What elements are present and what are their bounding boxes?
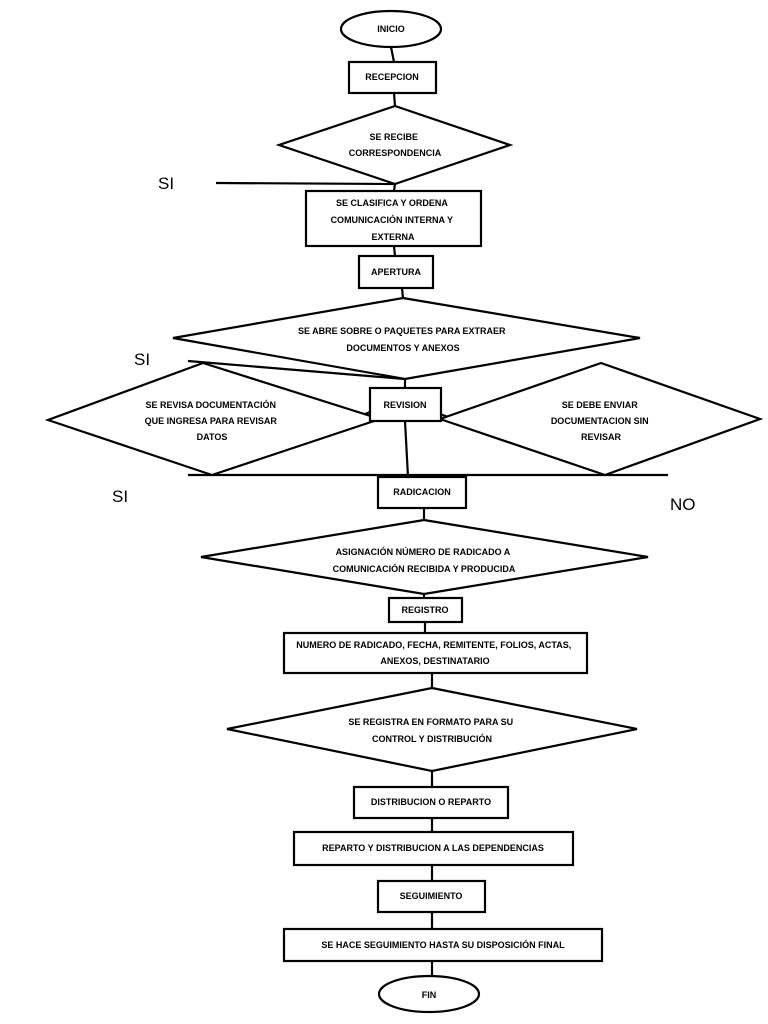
process-distribucion: DISTRIBUCION O REPARTO (352, 785, 510, 820)
process-radicacion: RADICACION (376, 475, 468, 510)
decision-recibe-line-1: SE RECIBE (369, 132, 418, 142)
branch-label-si-bottom: SI (112, 487, 128, 506)
decision-abre-label: SE ABRE SOBRE O PAQUETES PARA EXTRAER DO… (298, 326, 508, 353)
process-distribucion-box (352, 785, 510, 820)
end-terminator: FIN (377, 974, 481, 1014)
process-apertura: APERTURA (357, 254, 435, 290)
decision-enviar-line-3: REVISAR (581, 432, 622, 442)
process-registro-box (387, 596, 464, 624)
process-clasifica-line-3: EXTERNA (371, 232, 415, 242)
process-recepcion-box (347, 60, 438, 95)
process-revision: REVISION (368, 386, 443, 423)
process-reparto: REPARTO Y DISTRIBUCION A LAS DEPENDENCIA… (292, 830, 575, 867)
decision-formato: SE REGISTRA EN FORMATO PARA SU CONTROL Y… (226, 686, 638, 773)
end-ellipse (377, 974, 481, 1014)
decision-revisa-line-2: QUE INGRESA PARA REVISAR (145, 416, 278, 426)
process-apertura-label: APERTURA (371, 267, 422, 277)
process-hace-label: SE HACE SEGUIMIENTO HASTA SU DISPOSICIÓN… (321, 939, 565, 950)
decision-recibe-diamond (275, 104, 514, 186)
decision-asignacion-line-1: ASIGNACIÓN NÚMERO DE RADICADO A (336, 546, 511, 557)
decision-enviar: SE DEBE ENVIAR DOCUMENTACION SIN REVISAR (436, 361, 764, 477)
start-label: INICIO (377, 24, 405, 34)
decision-recibe: SE RECIBE CORRESPONDENCIA (275, 104, 514, 186)
connector-revision-radicacion (403, 420, 410, 478)
decision-formato-diamond (226, 686, 638, 773)
connector-recepcion-recibe (392, 92, 397, 107)
process-seguimiento-box (376, 879, 487, 914)
decision-formato-line-2: CONTROL Y DISTRIBUCIÓN (372, 733, 492, 744)
branch-label-si-top: SI (158, 174, 174, 193)
process-reparto-box (292, 830, 575, 867)
connector-inicio-recepcion (389, 46, 396, 63)
connector-clasifica-apertura (392, 245, 397, 257)
process-seguimiento: SEGUIMIENTO (376, 879, 487, 914)
decision-asignacion-diamond (200, 518, 649, 596)
decision-abre: SE ABRE SOBRE O PAQUETES PARA EXTRAER DO… (172, 296, 641, 381)
decision-asignacion-line-2: COMUNICACIÓN RECIBIDA Y PRODUCIDA (333, 563, 516, 574)
start-ellipse (339, 9, 443, 49)
decision-recibe-label: SE RECIBE CORRESPONDENCIA (349, 132, 442, 158)
process-clasifica: SE CLASIFICA Y ORDENA COMUNICACIÓN INTER… (304, 189, 483, 248)
process-reparto-label: REPARTO Y DISTRIBUCION A LAS DEPENDENCIA… (322, 843, 544, 853)
decision-recibe-line-2: CORRESPONDENCIA (349, 148, 442, 158)
branch-label-si-middle: SI (134, 350, 150, 369)
decision-abre-diamond (172, 296, 641, 381)
start-terminator: INICIO (339, 9, 443, 49)
process-hace: SE HACE SEGUIMIENTO HASTA SU DISPOSICIÓN… (282, 927, 604, 963)
process-numero-line-1: NUMERO DE RADICADO, FECHA, REMITENTE, FO… (296, 640, 571, 650)
process-registro: REGISTRO (387, 596, 464, 624)
process-revision-box (368, 386, 443, 423)
process-apertura-box (357, 254, 435, 290)
process-radicacion-box (376, 475, 468, 510)
decision-revisa-diamond (44, 361, 384, 477)
decision-abre-line-1: SE ABRE SOBRE O PAQUETES PARA EXTRAER (298, 326, 506, 336)
process-clasifica-line-2: COMUNICACIÓN INTERNA Y (331, 214, 453, 225)
branch-label-no: NO (670, 495, 696, 514)
process-radicacion-label: RADICACION (393, 487, 451, 497)
decision-asignacion: ASIGNACIÓN NÚMERO DE RADICADO A COMUNICA… (200, 518, 649, 596)
process-revision-label: REVISION (383, 400, 426, 410)
decision-enviar-line-2: DOCUMENTACION SIN (551, 416, 649, 426)
decision-abre-line-2: DOCUMENTOS Y ANEXOS (346, 343, 459, 353)
process-recepcion: RECEPCION (347, 60, 438, 95)
process-clasifica-box (304, 189, 483, 248)
connector-si-branch-1 (215, 181, 396, 186)
process-registro-label: REGISTRO (401, 605, 448, 615)
decision-revisa: SE REVISA DOCUMENTACIÓN QUE INGRESA PARA… (44, 361, 384, 477)
process-numero-line-2: ANEXOS, DESTINATARIO (380, 656, 489, 666)
connector-recibe-clasifica (392, 183, 397, 192)
decision-revisa-line-1: SE REVISA DOCUMENTACIÓN (145, 399, 276, 410)
decision-asignacion-label: ASIGNACIÓN NÚMERO DE RADICADO A COMUNICA… (333, 546, 516, 574)
process-numero-box (282, 631, 589, 675)
decision-formato-label: SE REGISTRA EN FORMATO PARA SU CONTROL Y… (348, 717, 515, 744)
decision-revisa-line-3: DATOS (197, 432, 228, 442)
decision-enviar-label: SE DEBE ENVIAR DOCUMENTACION SIN REVISAR (551, 400, 651, 442)
decision-formato-line-1: SE REGISTRA EN FORMATO PARA SU (348, 717, 513, 727)
decision-enviar-line-1: SE DEBE ENVIAR (562, 400, 639, 410)
process-seguimiento-label: SEGUIMIENTO (400, 891, 463, 901)
decision-revisa-label: SE REVISA DOCUMENTACIÓN QUE INGRESA PARA… (145, 399, 280, 442)
process-numero: NUMERO DE RADICADO, FECHA, REMITENTE, FO… (282, 631, 589, 675)
process-clasifica-line-1: SE CLASIFICA Y ORDENA (336, 198, 448, 208)
process-clasifica-label: SE CLASIFICA Y ORDENA COMUNICACIÓN INTER… (331, 198, 456, 242)
process-hace-box (282, 927, 604, 963)
process-distribucion-label: DISTRIBUCION O REPARTO (371, 797, 491, 807)
connector-apertura-abre (400, 287, 405, 299)
connector-si-branch-2 (187, 359, 406, 381)
end-label: FIN (422, 990, 437, 1000)
decision-enviar-diamond (436, 361, 764, 477)
process-recepcion-label: RECEPCION (365, 72, 419, 82)
process-numero-label: NUMERO DE RADICADO, FECHA, REMITENTE, FO… (296, 640, 574, 666)
